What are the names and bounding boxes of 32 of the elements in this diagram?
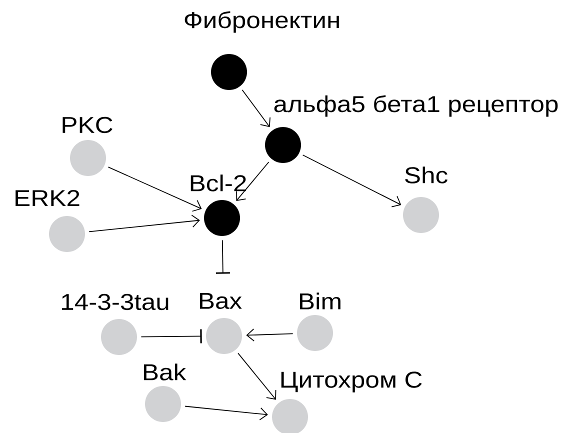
protein-node: Shc xyxy=(403,166,448,233)
protein-node: Bcl-2 xyxy=(190,174,246,236)
protein-node: Цитохром С xyxy=(272,372,422,433)
node-label: альфа5 бета1 рецептор xyxy=(274,95,558,117)
protein-node: Bax xyxy=(200,293,242,354)
node-label: Bcl-2 xyxy=(190,174,246,192)
arrow xyxy=(238,352,276,400)
node-label: Bim xyxy=(300,292,340,310)
node-label: PKC xyxy=(62,116,112,134)
arrow xyxy=(88,214,200,232)
node-label: Bak xyxy=(144,364,186,380)
protein-node: 14-3-3tau xyxy=(62,294,168,355)
arrow xyxy=(246,328,294,342)
node-label: Bax xyxy=(200,292,242,309)
arrow xyxy=(302,154,402,208)
node-label: Цитохром С xyxy=(281,372,422,392)
protein-node: ERK2 xyxy=(16,190,85,252)
protein-node: Фибронектин xyxy=(184,11,339,90)
protein-node: PKC xyxy=(62,116,112,176)
arrow xyxy=(242,89,270,128)
inhibition-line xyxy=(216,240,230,274)
node-label: ERK2 xyxy=(16,190,80,206)
protein-node: Bak xyxy=(144,364,186,422)
node-label: 14-3-3tau xyxy=(62,294,168,310)
arrow xyxy=(108,166,202,212)
arrow xyxy=(184,406,268,420)
node-label: Фибронектин xyxy=(184,11,339,33)
inhibition-line xyxy=(140,329,202,344)
node-label: Shc xyxy=(405,166,448,184)
arrow xyxy=(236,162,270,201)
protein-node: Bim xyxy=(297,292,340,351)
protein-node: альфа5 бета1 рецептор xyxy=(265,95,558,163)
